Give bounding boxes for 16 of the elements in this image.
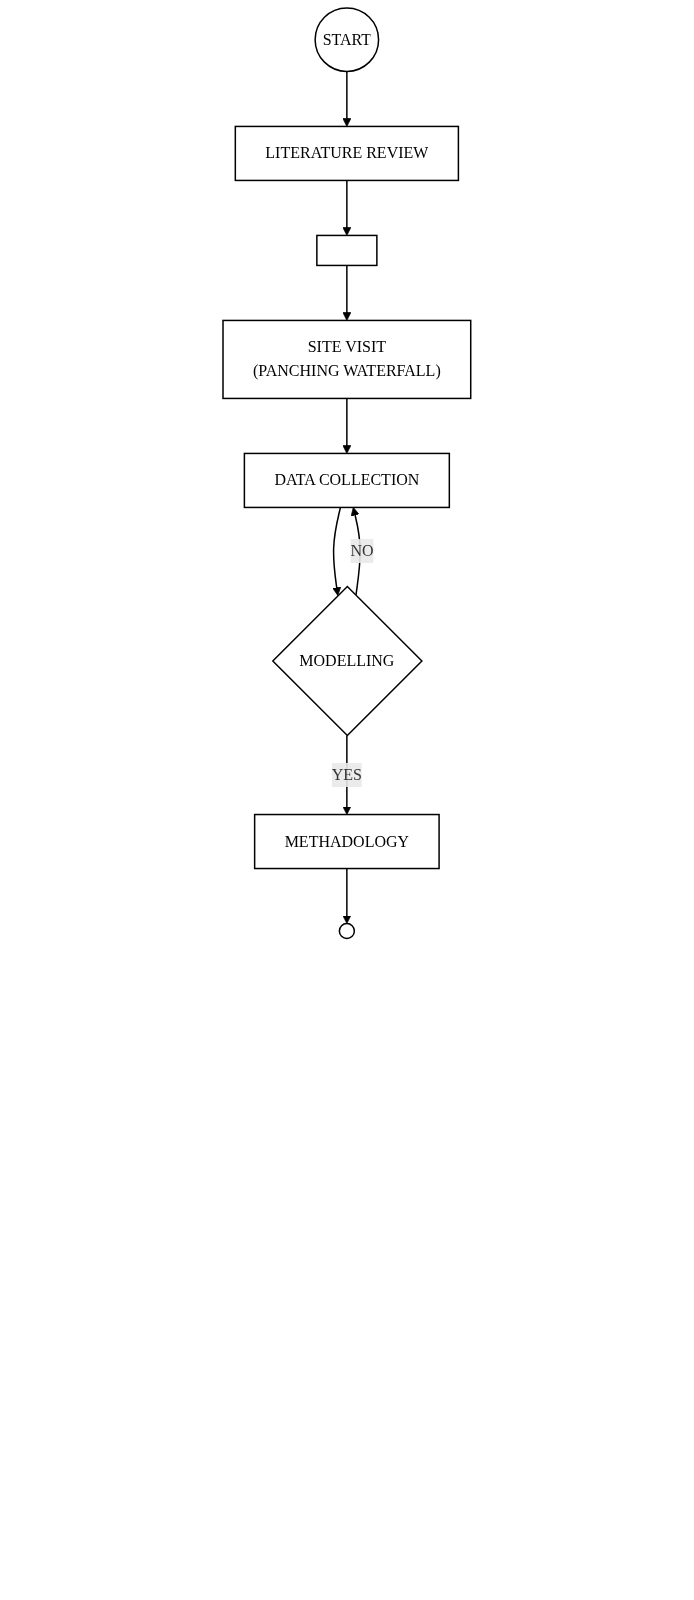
- node-circle: [338, 922, 356, 940]
- arrow: [342, 867, 352, 924]
- node-box: SITE VISIT (PANCHING WATERFALL): [222, 319, 472, 400]
- node-box: DATA COLLECTION: [243, 452, 451, 509]
- arrow: [342, 397, 352, 454]
- arrow: [342, 179, 352, 236]
- node-circle: START: [314, 7, 380, 73]
- arrow: [342, 264, 352, 321]
- node-box: METHADOLOGY: [254, 813, 440, 870]
- node-box: [316, 234, 378, 267]
- arrow: [342, 70, 352, 127]
- edge-label: YES: [331, 766, 363, 784]
- node-diamond: MODELLING: [271, 585, 424, 737]
- edge-label: NO: [350, 542, 374, 560]
- arrow: [332, 506, 342, 596]
- node-box: LITERATURE REVIEW: [234, 125, 460, 182]
